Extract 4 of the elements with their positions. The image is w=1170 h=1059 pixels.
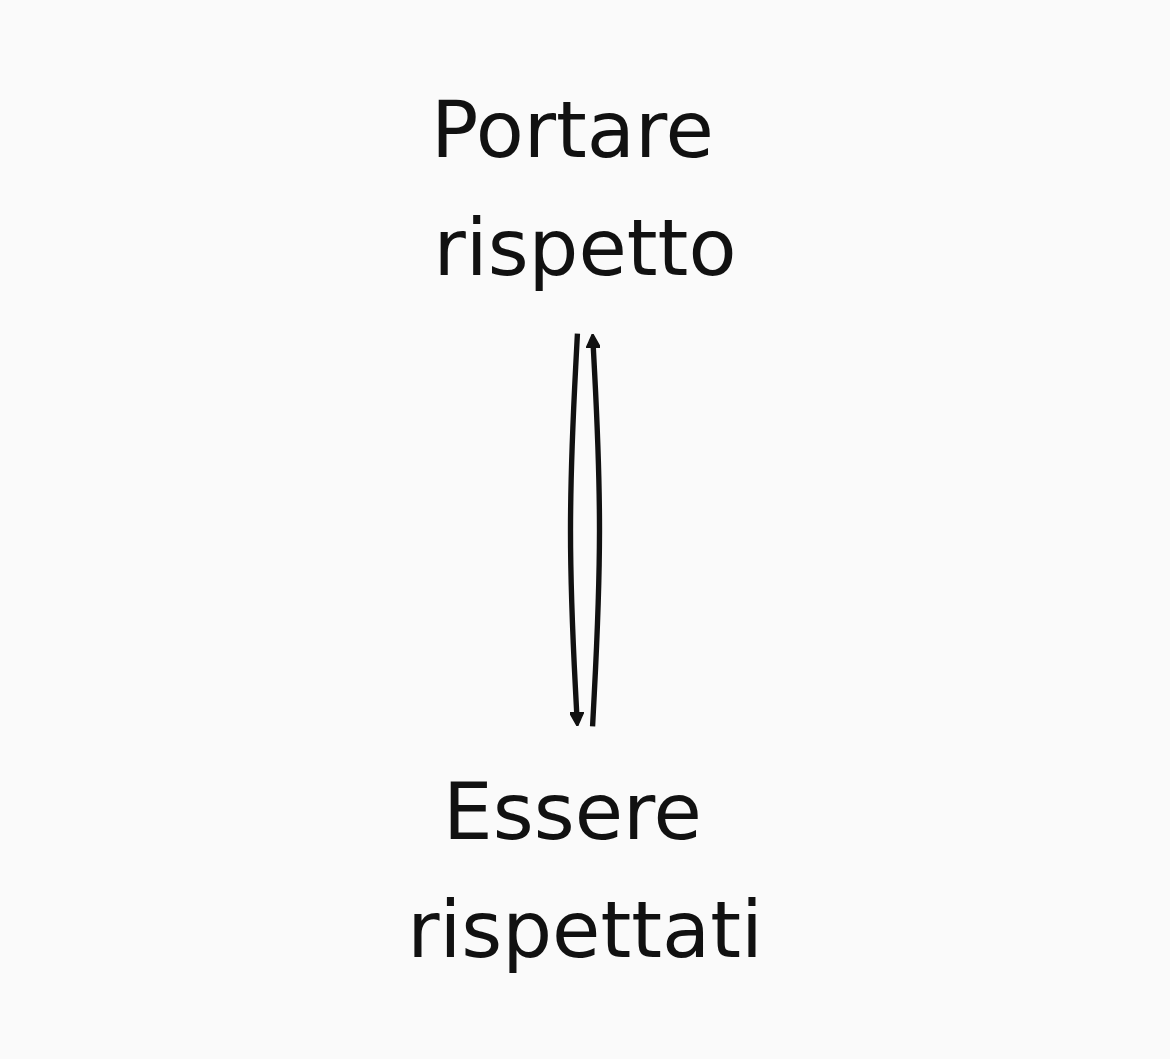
node-text: Portare rispetto xyxy=(431,83,737,292)
node-text: Essere rispettati xyxy=(407,765,763,975)
arrow xyxy=(567,332,585,727)
arrow xyxy=(585,332,603,727)
